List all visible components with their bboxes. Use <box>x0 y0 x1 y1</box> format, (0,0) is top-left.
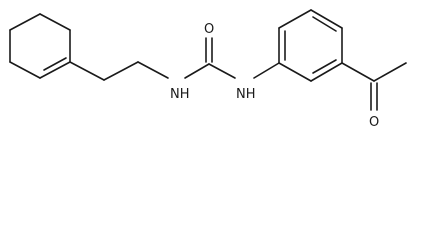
ethyl-linker <box>69 61 169 81</box>
chain-bond <box>341 62 375 82</box>
atom-label-ketone-oxygen: O <box>369 115 379 130</box>
chain-bond <box>103 61 139 81</box>
ring-bond <box>9 61 41 79</box>
chain-bond <box>69 61 105 81</box>
atom-label-carbonyl-oxygen: O <box>204 22 214 37</box>
ring-bond <box>310 9 343 29</box>
benzene-ring <box>278 9 343 82</box>
acetyl-group: O <box>341 62 407 130</box>
ring-bond <box>39 13 71 31</box>
ring-bond <box>278 62 312 82</box>
atom-label-nh-left: NH <box>170 87 190 102</box>
urea-bond <box>208 63 236 79</box>
chain-bond <box>253 62 280 79</box>
urea-bond <box>184 63 210 79</box>
chemical-structure-diagram: NH O NH O <box>9 9 407 130</box>
ring-inner-double-bond <box>312 59 337 74</box>
ring-inner-double-bond <box>312 16 337 32</box>
atom-label-nh-right: NH <box>236 87 256 102</box>
ring-bond <box>278 9 312 29</box>
chain-bond <box>373 62 407 82</box>
ring-double-bond <box>43 57 67 71</box>
cyclohexene-ring <box>9 13 71 79</box>
ring-bond <box>39 61 71 79</box>
ring-bond <box>310 62 343 82</box>
molecule-drawing: NH O NH O <box>9 9 407 130</box>
urea-group: NH O NH <box>170 22 280 102</box>
ring-bond <box>9 13 41 31</box>
chain-bond <box>137 61 169 79</box>
